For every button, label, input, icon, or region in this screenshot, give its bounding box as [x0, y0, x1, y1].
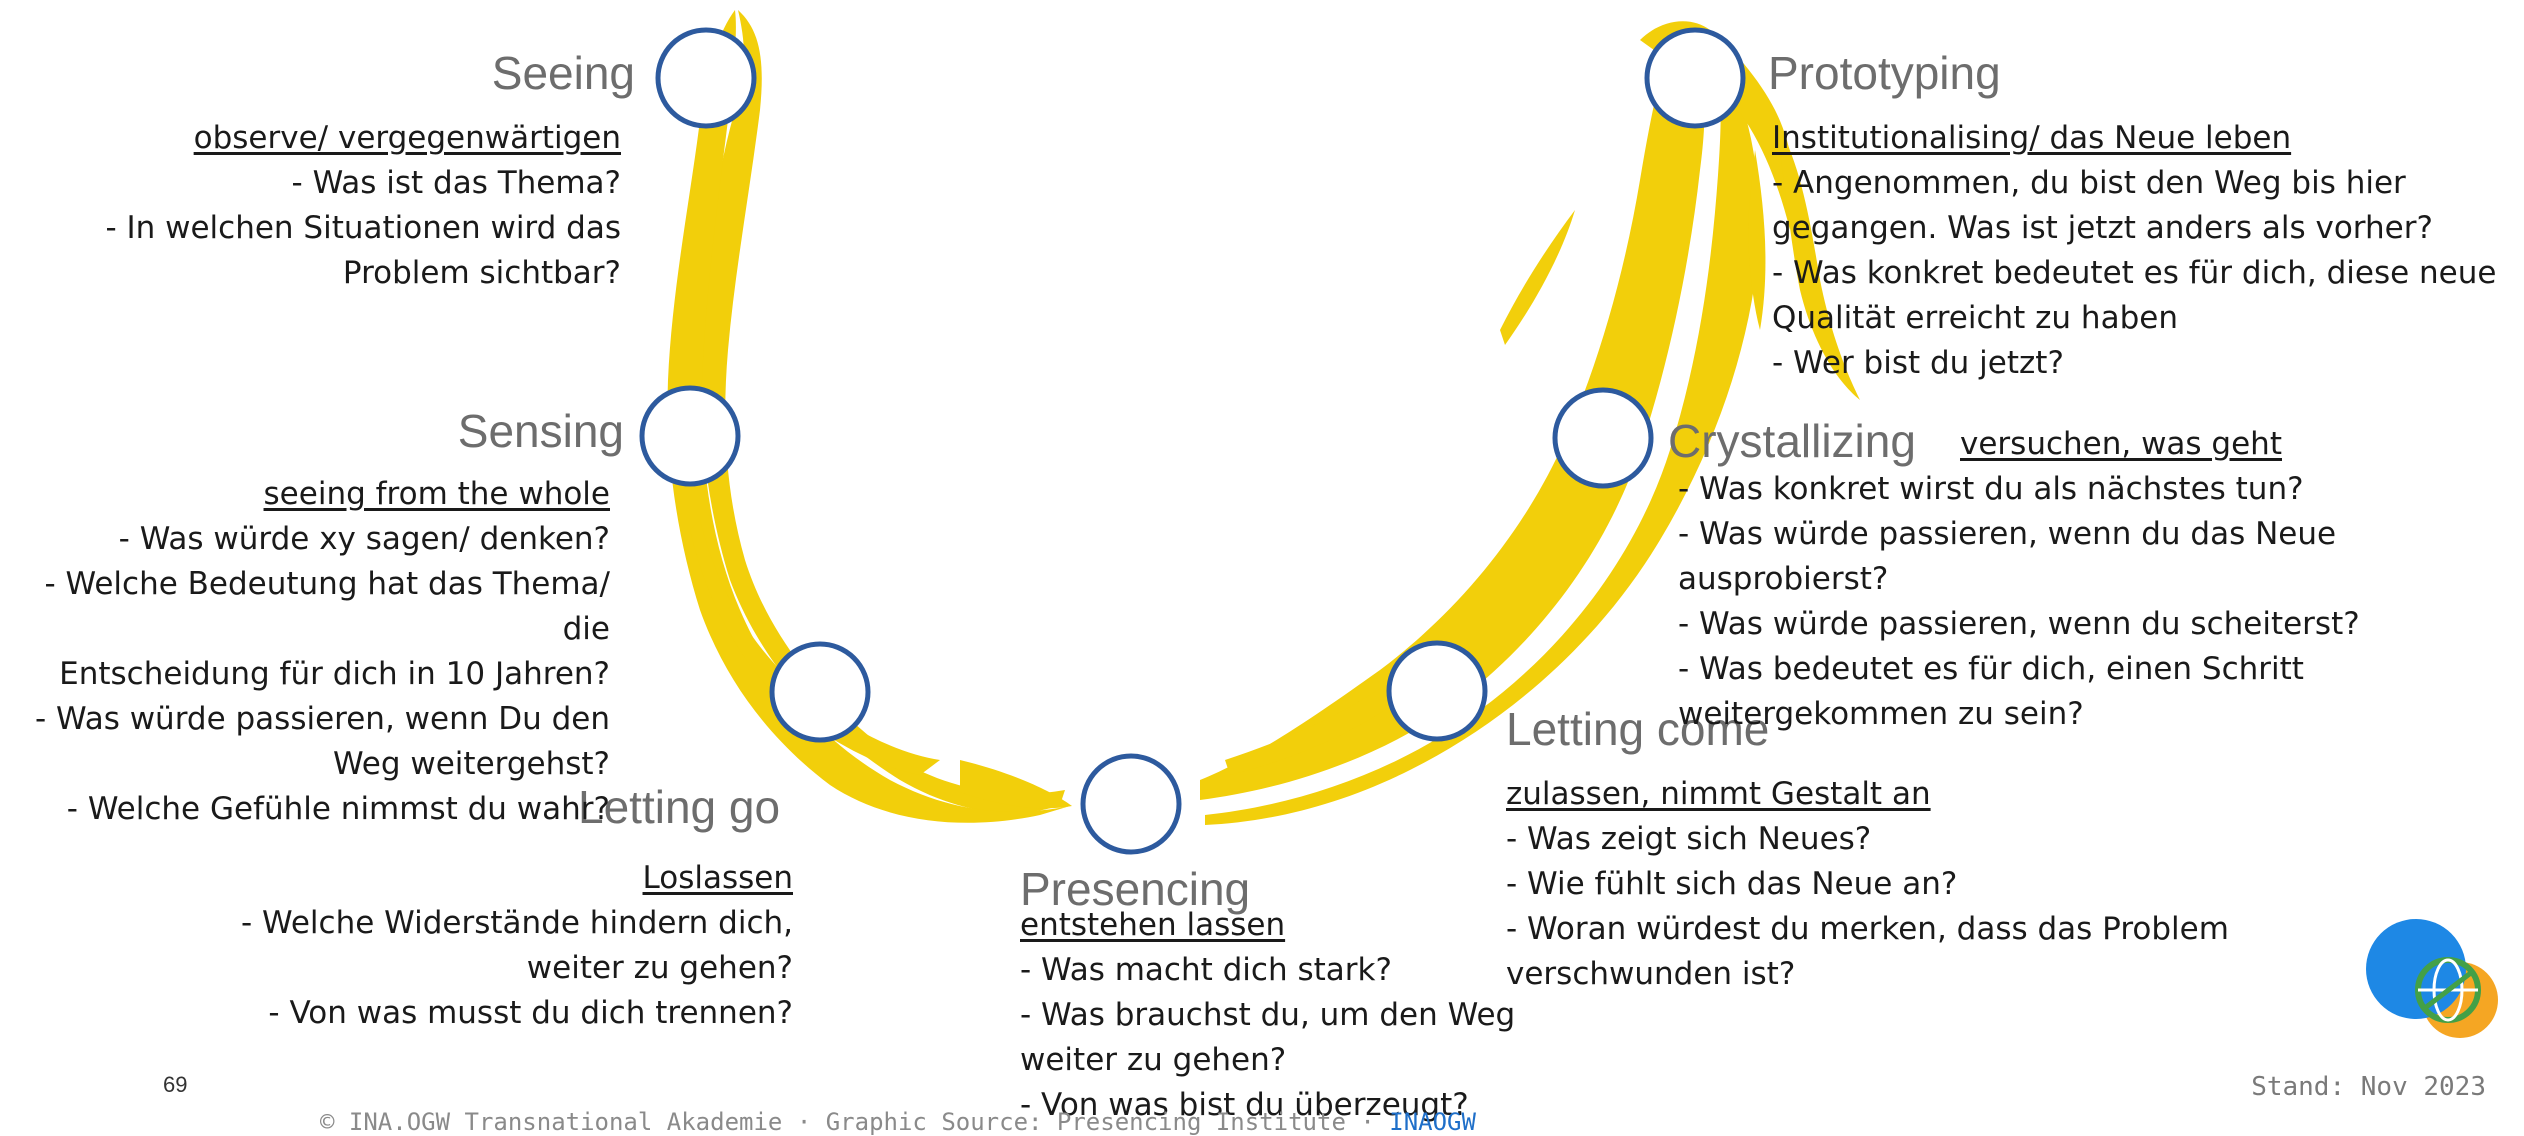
- presencing-question: - Was macht dich stark?: [1020, 952, 1392, 988]
- node-seeing-icon: [655, 27, 757, 129]
- presencing-question: - Was brauchst du, um den Weg: [1020, 997, 1516, 1033]
- prototyping-question: - Wer bist du jetzt?: [1772, 345, 2064, 381]
- letting-come-question: - Woran würdest du merken, dass das Prob…: [1506, 911, 2229, 947]
- seeing-question: - Was ist das Thema?: [291, 165, 621, 201]
- presencing-question: weiter zu gehen?: [1020, 1042, 1287, 1078]
- letting-come-question: - Was zeigt sich Neues?: [1506, 821, 1872, 857]
- node-presencing-icon: [1080, 753, 1182, 855]
- presencing-questions: entstehen lassen - Was macht dich stark?…: [1020, 903, 1520, 1128]
- globe-logo-icon: [2366, 919, 2498, 1038]
- presencing-question: - Von was bist du überzeugt?: [1020, 1087, 1469, 1123]
- crystallizing-questions: - Was konkret wirst du als nächstes tun?…: [1678, 467, 2518, 737]
- sensing-question: - Was würde passieren, wenn Du den: [34, 701, 610, 737]
- prototyping-subtitle: Institutionalising/ das Neue leben: [1772, 120, 2292, 156]
- crystallizing-question: - Was würde passieren, wenn du das Neue …: [1678, 516, 2337, 597]
- prototyping-question: - Was konkret bedeutet es für dich, dies…: [1772, 255, 2497, 291]
- letting-go-subtitle: Loslassen: [642, 860, 793, 896]
- stage-title-presencing: Presencing: [1020, 863, 1251, 915]
- stage-title-seeing: Seeing: [491, 47, 635, 99]
- prototyping-question: gegangen. Was ist jetzt anders als vorhe…: [1772, 210, 2433, 246]
- footer-credit: © INA.OGW Transnational Akademie · Graph…: [320, 1108, 1476, 1136]
- prototyping-questions: Institutionalising/ das Neue leben - Ang…: [1772, 116, 2512, 386]
- crystallizing-subtitle: versuchen, was geht: [1960, 422, 2282, 467]
- presencing-subtitle: entstehen lassen: [1020, 907, 1286, 943]
- sensing-question: - Welche Gefühle nimmst du wahr?: [66, 791, 610, 827]
- prototyping-question: Qualität erreicht zu haben: [1772, 300, 2178, 336]
- crystallizing-question: - Was würde passieren, wenn du scheiters…: [1678, 606, 2360, 642]
- letting-come-questions: zulassen, nimmt Gestalt an - Was zeigt s…: [1506, 772, 2266, 997]
- footer-link[interactable]: INAOGW: [1389, 1108, 1476, 1136]
- letting-go-question: - Von was musst du dich trennen?: [268, 995, 793, 1031]
- seeing-subtitle: observe/ vergegenwärtigen: [193, 120, 621, 156]
- footer-text: © INA.OGW Transnational Akademie · Graph…: [320, 1108, 1390, 1136]
- sensing-question: Entscheidung für dich in 10 Jahren?: [59, 656, 610, 692]
- crystallizing-question: - Was konkret wirst du als nächstes tun?: [1678, 471, 2304, 507]
- sensing-questions: seeing from the whole - Was würde xy sag…: [0, 472, 610, 832]
- node-crystallizing-icon: [1552, 387, 1654, 489]
- letting-come-question: verschwunden ist?: [1506, 956, 1796, 992]
- stage-title-prototyping: Prototyping: [1768, 47, 2001, 99]
- seeing-question: - In welchen Situationen wird das: [105, 210, 621, 246]
- letting-come-subtitle: zulassen, nimmt Gestalt an: [1506, 776, 1931, 812]
- stage-title-letting-go: Letting go: [578, 781, 781, 833]
- stand-date: Stand: Nov 2023: [2251, 1072, 2486, 1102]
- crystallizing-question: - Was bedeutet es für dich, einen Schrit…: [1678, 651, 2304, 687]
- seeing-question: Problem sichtbar?: [342, 255, 621, 291]
- stage-title-letting-come: Letting come: [1506, 703, 1770, 755]
- sensing-question: - Was würde xy sagen/ denken?: [118, 521, 610, 557]
- letting-go-questions: Loslassen - Welche Widerstände hindern d…: [173, 856, 793, 1036]
- node-sensing-icon: [639, 385, 741, 487]
- stage-title-sensing: Sensing: [457, 405, 624, 457]
- sensing-subtitle: seeing from the whole: [263, 476, 610, 512]
- node-letting-come-icon: [1386, 640, 1488, 742]
- sensing-question: Weg weitergehst?: [332, 746, 610, 782]
- crystallizing-question: weitergekommen zu sein?: [1678, 696, 2084, 732]
- stage-nodes: [639, 27, 1746, 855]
- letting-go-question: - Welche Widerstände hindern dich,: [240, 905, 793, 941]
- prototyping-question: - Angenommen, du bist den Weg bis hier: [1772, 165, 2406, 201]
- stage-title-crystallizing: Crystallizing: [1668, 415, 1916, 467]
- page-number: 69: [163, 1072, 188, 1097]
- node-letting-go-icon: [769, 641, 871, 743]
- letting-go-question: weiter zu gehen?: [526, 950, 793, 986]
- sensing-question: - Welche Bedeutung hat das Thema/ die: [44, 566, 610, 647]
- node-prototyping-icon: [1644, 27, 1746, 129]
- letting-come-question: - Wie fühlt sich das Neue an?: [1506, 866, 1958, 902]
- crystallizing-subtitle-text: versuchen, was geht: [1960, 426, 2282, 462]
- seeing-questions: observe/ vergegenwärtigen - Was ist das …: [1, 116, 621, 296]
